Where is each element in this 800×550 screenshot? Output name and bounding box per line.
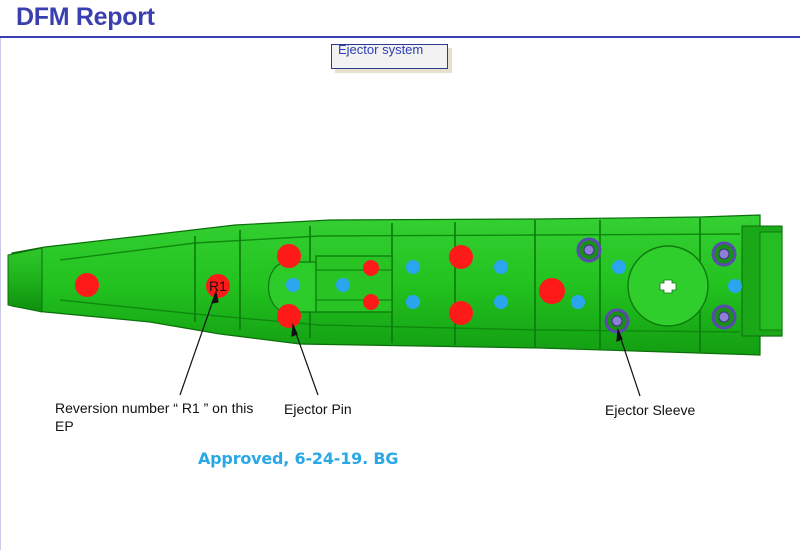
ejector-sleeve xyxy=(711,241,737,267)
ejector-system-label: Ejector system xyxy=(338,42,424,57)
part-nose-tip xyxy=(7,247,43,313)
ejector-pin xyxy=(363,294,379,310)
blue-markers xyxy=(286,260,742,309)
ejector-pin xyxy=(277,304,301,328)
reversion-note: Reversion number “ R1 ” on this EP xyxy=(55,400,254,434)
r1-label: R1 xyxy=(209,278,227,294)
blue-marker xyxy=(336,278,350,292)
part-end-face xyxy=(759,231,783,331)
left-margin-line xyxy=(0,38,1,550)
title-underline xyxy=(0,36,800,38)
ejector-pin-leader-line xyxy=(292,324,319,396)
blue-marker xyxy=(571,295,585,309)
ejector-sleeve xyxy=(576,237,602,263)
ejector-pin-r1 xyxy=(206,274,230,298)
ejector-pin xyxy=(539,278,565,304)
part-pocket xyxy=(315,255,393,313)
ejector-pin xyxy=(449,301,473,325)
ejector-pin xyxy=(449,245,473,269)
ejector-system-callout: Ejector system xyxy=(331,42,448,69)
ejector-pin xyxy=(277,244,301,268)
part-center-slot xyxy=(659,279,677,294)
part-inner-rail-bottom xyxy=(59,299,741,333)
ejector-sleeve-arrowhead xyxy=(616,327,623,342)
ejector-sleeve-note: Ejector Sleeve xyxy=(605,402,696,418)
ejector-pins xyxy=(75,244,565,328)
ejector-sleeve-leader-line xyxy=(617,329,641,397)
part-inner-rail-top xyxy=(59,233,741,261)
blue-marker xyxy=(728,279,742,293)
reversion-arrowhead xyxy=(211,289,219,304)
page-title: DFM Report xyxy=(16,3,155,31)
blue-marker xyxy=(406,295,420,309)
ejector-pin xyxy=(363,260,379,276)
blue-marker xyxy=(612,260,626,274)
ejector-pin-note: Ejector Pin xyxy=(284,401,352,417)
leader-arrows xyxy=(179,289,641,397)
ejector-sleeves xyxy=(576,237,737,334)
approval-stamp: Approved, 6-24-19. BG xyxy=(198,449,399,468)
ejector-pin xyxy=(75,273,99,297)
reversion-leader-line xyxy=(179,291,217,396)
ejector-sleeve xyxy=(711,304,737,330)
blue-marker xyxy=(406,260,420,274)
blue-marker xyxy=(286,278,300,292)
ejector-pin-arrowhead xyxy=(291,322,298,337)
blue-marker xyxy=(494,295,508,309)
ejector-sleeve xyxy=(604,308,630,334)
blue-marker xyxy=(494,260,508,274)
